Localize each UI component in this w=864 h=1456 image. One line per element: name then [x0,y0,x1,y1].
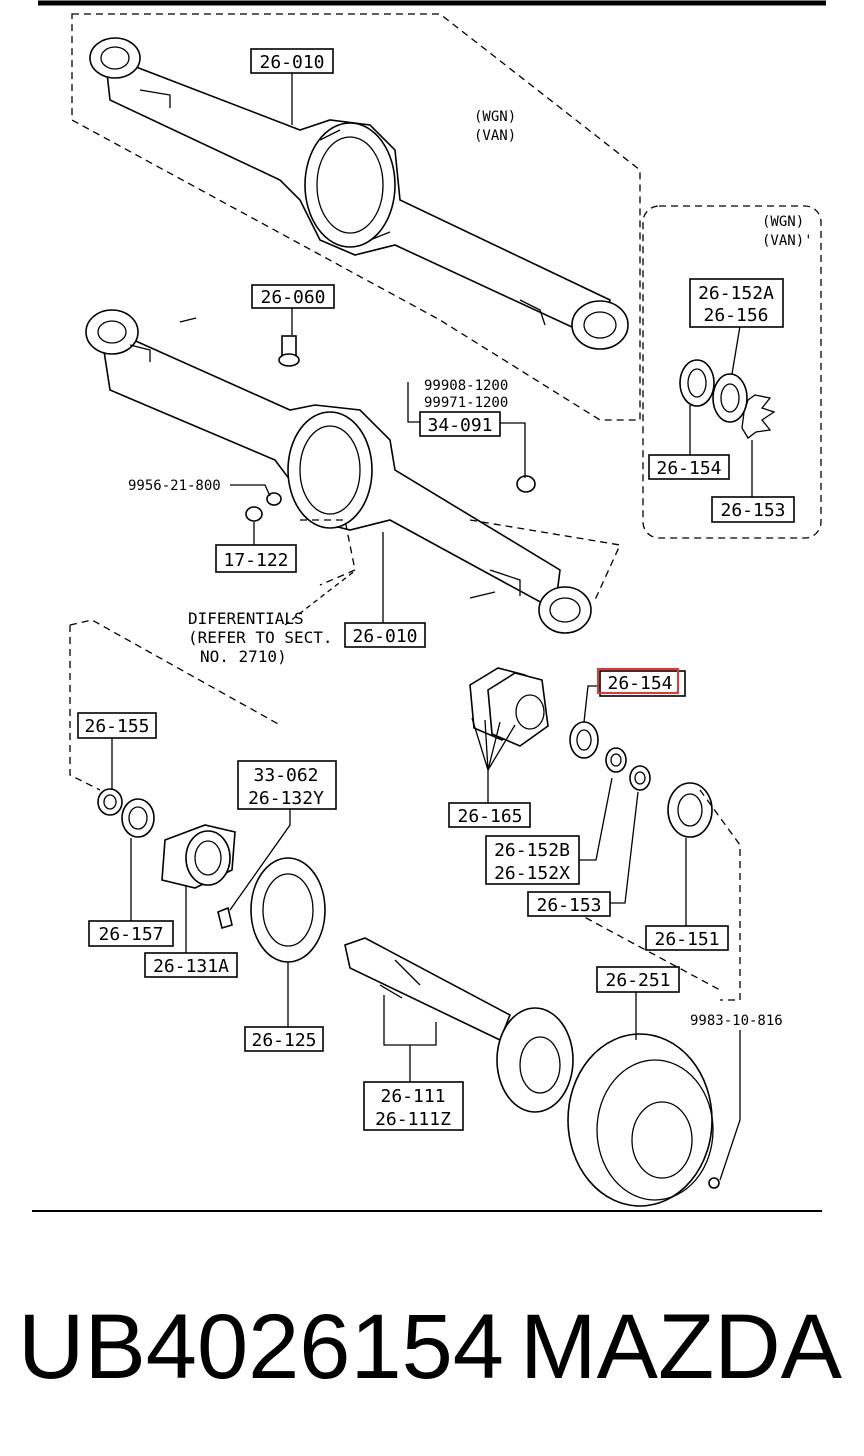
callout-34-091: 34-091 [419,411,501,437]
svg-text:26-151: 26-151 [654,929,719,950]
svg-text:26-152B: 26-152B [494,840,570,861]
callout-26-152A-26-156: 26-152A 26-156 [689,278,784,328]
note-wgn-van-inset: (WGN) (VAN)' [762,214,813,249]
svg-text:26-111: 26-111 [380,1086,445,1107]
axle-housing-lower [85,309,621,634]
hub-group-left [69,619,326,963]
svg-text:26-154: 26-154 [656,458,721,479]
svg-text:26-153: 26-153 [720,500,785,521]
drain-plug-17-122 [245,492,282,522]
svg-text:(VAN)': (VAN)' [762,233,813,249]
svg-text:99908-1200: 99908-1200 [424,378,508,394]
axle-shaft [344,937,574,1113]
callout-26-154-inset: 26-154 [648,454,730,480]
wgn-van-inset [642,205,822,539]
svg-text:26-132Y: 26-132Y [248,788,324,809]
callout-26-125: 26-125 [244,1026,324,1052]
svg-text:26-156: 26-156 [703,305,768,326]
svg-text:26-152A: 26-152A [698,283,774,304]
leader-lines [111,72,753,1181]
svg-text:NO. 2710): NO. 2710) [200,647,287,666]
callout-26-251: 26-251 [596,966,680,993]
callout-26-154-highlighted: 26-154 [597,668,686,697]
note-9956-21-800: 9956-21-800 [128,478,221,494]
footer: UB4026154 MAZDA [0,1292,864,1402]
svg-text:26-251: 26-251 [605,970,670,991]
callout-26-111-26-111Z: 26-111 26-111Z [363,1081,464,1131]
svg-text:26-111Z: 26-111Z [375,1109,451,1130]
svg-text:26-010: 26-010 [259,52,324,73]
callout-26-152B-26-152X: 26-152B 26-152X [485,835,580,885]
note-wgn-van-top: (WGN) (VAN) [474,109,516,144]
callout-33-062-26-132Y: 33-062 26-132Y [237,760,337,810]
note-differentials: DIFERENTIALS (REFER TO SECT. NO. 2710) [188,609,333,666]
svg-text:(REFER TO SECT.: (REFER TO SECT. [188,628,333,647]
svg-text:26-157: 26-157 [98,924,163,945]
svg-text:(WGN): (WGN) [474,109,516,125]
callout-26-157: 26-157 [88,920,174,947]
callout-26-153-lower: 26-153 [527,891,611,917]
svg-text:34-091: 34-091 [427,415,492,436]
note-part-numbers-99908-99971: 99908-1200 99971-1200 [424,378,508,411]
part-number: UB4026154 [18,1296,504,1398]
svg-text:26-154: 26-154 [607,673,672,694]
callout-26-131A: 26-131A [144,952,238,978]
svg-text:26-010: 26-010 [352,626,417,647]
svg-text:26-153: 26-153 [536,895,601,916]
svg-text:26-060: 26-060 [260,287,325,308]
svg-text:26-152X: 26-152X [494,863,570,884]
svg-text:26-155: 26-155 [84,716,149,737]
bearing-group-right [469,667,741,1001]
callout-26-010-bottom: 26-010 [344,622,426,648]
callout-26-060: 26-060 [251,284,335,309]
svg-text:26-165: 26-165 [457,806,522,827]
svg-text:26-125: 26-125 [251,1030,316,1051]
callout-26-165: 26-165 [448,802,531,828]
brand-name: MAZDA [520,1296,842,1398]
nut-34-091 [516,475,536,493]
callout-26-151: 26-151 [645,925,729,951]
callout-17-122: 17-122 [215,544,297,573]
svg-text:17-122: 17-122 [223,550,288,571]
brake-drum [567,1033,720,1207]
svg-text:99971-1200: 99971-1200 [424,395,508,411]
callout-26-155: 26-155 [77,712,157,739]
note-9983-10-816: 9983-10-816 [690,1013,783,1029]
svg-text:26-131A: 26-131A [153,956,229,977]
axle-housing-upper [71,13,641,421]
svg-text:(VAN): (VAN) [474,128,516,144]
callout-26-010-top: 26-010 [250,48,334,74]
breather-plug [278,335,300,367]
svg-text:DIFERENTIALS: DIFERENTIALS [188,609,304,628]
callout-26-153-inset: 26-153 [711,496,795,523]
svg-text:33-062: 33-062 [253,765,318,786]
svg-text:(WGN): (WGN) [762,214,804,230]
